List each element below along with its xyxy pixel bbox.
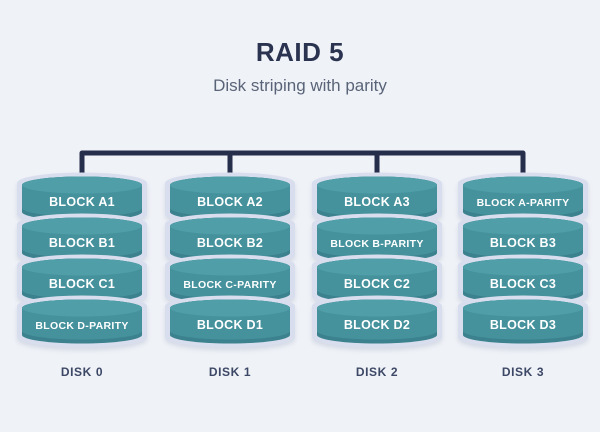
block-label: BLOCK C-PARITY	[183, 279, 276, 291]
block-label: BLOCK A3	[344, 195, 410, 209]
block-label: BLOCK B1	[49, 236, 115, 250]
block-label: BLOCK C3	[490, 277, 556, 291]
block-label: BLOCK D-PARITY	[35, 320, 128, 332]
block-label: BLOCK A-PARITY	[477, 197, 570, 209]
page-title: RAID 5	[255, 37, 345, 67]
block-label: BLOCK A1	[49, 195, 115, 209]
disk-label: DISK 0	[60, 365, 104, 379]
block-label: BLOCK B3	[490, 236, 556, 250]
block-label: BLOCK D1	[197, 318, 263, 332]
disk-cylinder-icon: BLOCK A1 BLOCK B1 BLOCK C1 BLOCK D-PARIT…	[17, 172, 147, 348]
header: RAID 5 Disk striping with parity	[0, 0, 600, 96]
block-label: BLOCK C1	[49, 277, 115, 291]
block-label: BLOCK B2	[197, 236, 263, 250]
disk-cylinder-icon: BLOCK A3 BLOCK B-PARITY BLOCK C2 BLOCK D…	[312, 172, 442, 348]
disk-cylinder-icon: BLOCK A2 BLOCK B2 BLOCK C-PARITY BLOCK D…	[165, 172, 295, 348]
block-label: BLOCK A2	[197, 195, 263, 209]
block-label: BLOCK C2	[344, 277, 410, 291]
disk-2: BLOCK A3 BLOCK B-PARITY BLOCK C2 BLOCK D…	[310, 172, 444, 379]
disk-label: DISK 1	[208, 365, 252, 379]
disk-3: BLOCK A-PARITY BLOCK B3 BLOCK C3 BLOCK D…	[456, 172, 590, 379]
block-label: BLOCK B-PARITY	[330, 238, 423, 250]
block-label: BLOCK D2	[344, 318, 410, 332]
disk-label: DISK 3	[501, 365, 545, 379]
block-label: BLOCK D3	[490, 318, 556, 332]
page-subtitle: Disk striping with parity	[213, 75, 387, 95]
disk-1: BLOCK A2 BLOCK B2 BLOCK C-PARITY BLOCK D…	[163, 172, 297, 379]
disk-cylinder-icon: BLOCK A-PARITY BLOCK B3 BLOCK C3 BLOCK D…	[458, 172, 588, 348]
disk-label: DISK 2	[355, 365, 399, 379]
disk-0: BLOCK A1 BLOCK B1 BLOCK C1 BLOCK D-PARIT…	[15, 172, 149, 379]
